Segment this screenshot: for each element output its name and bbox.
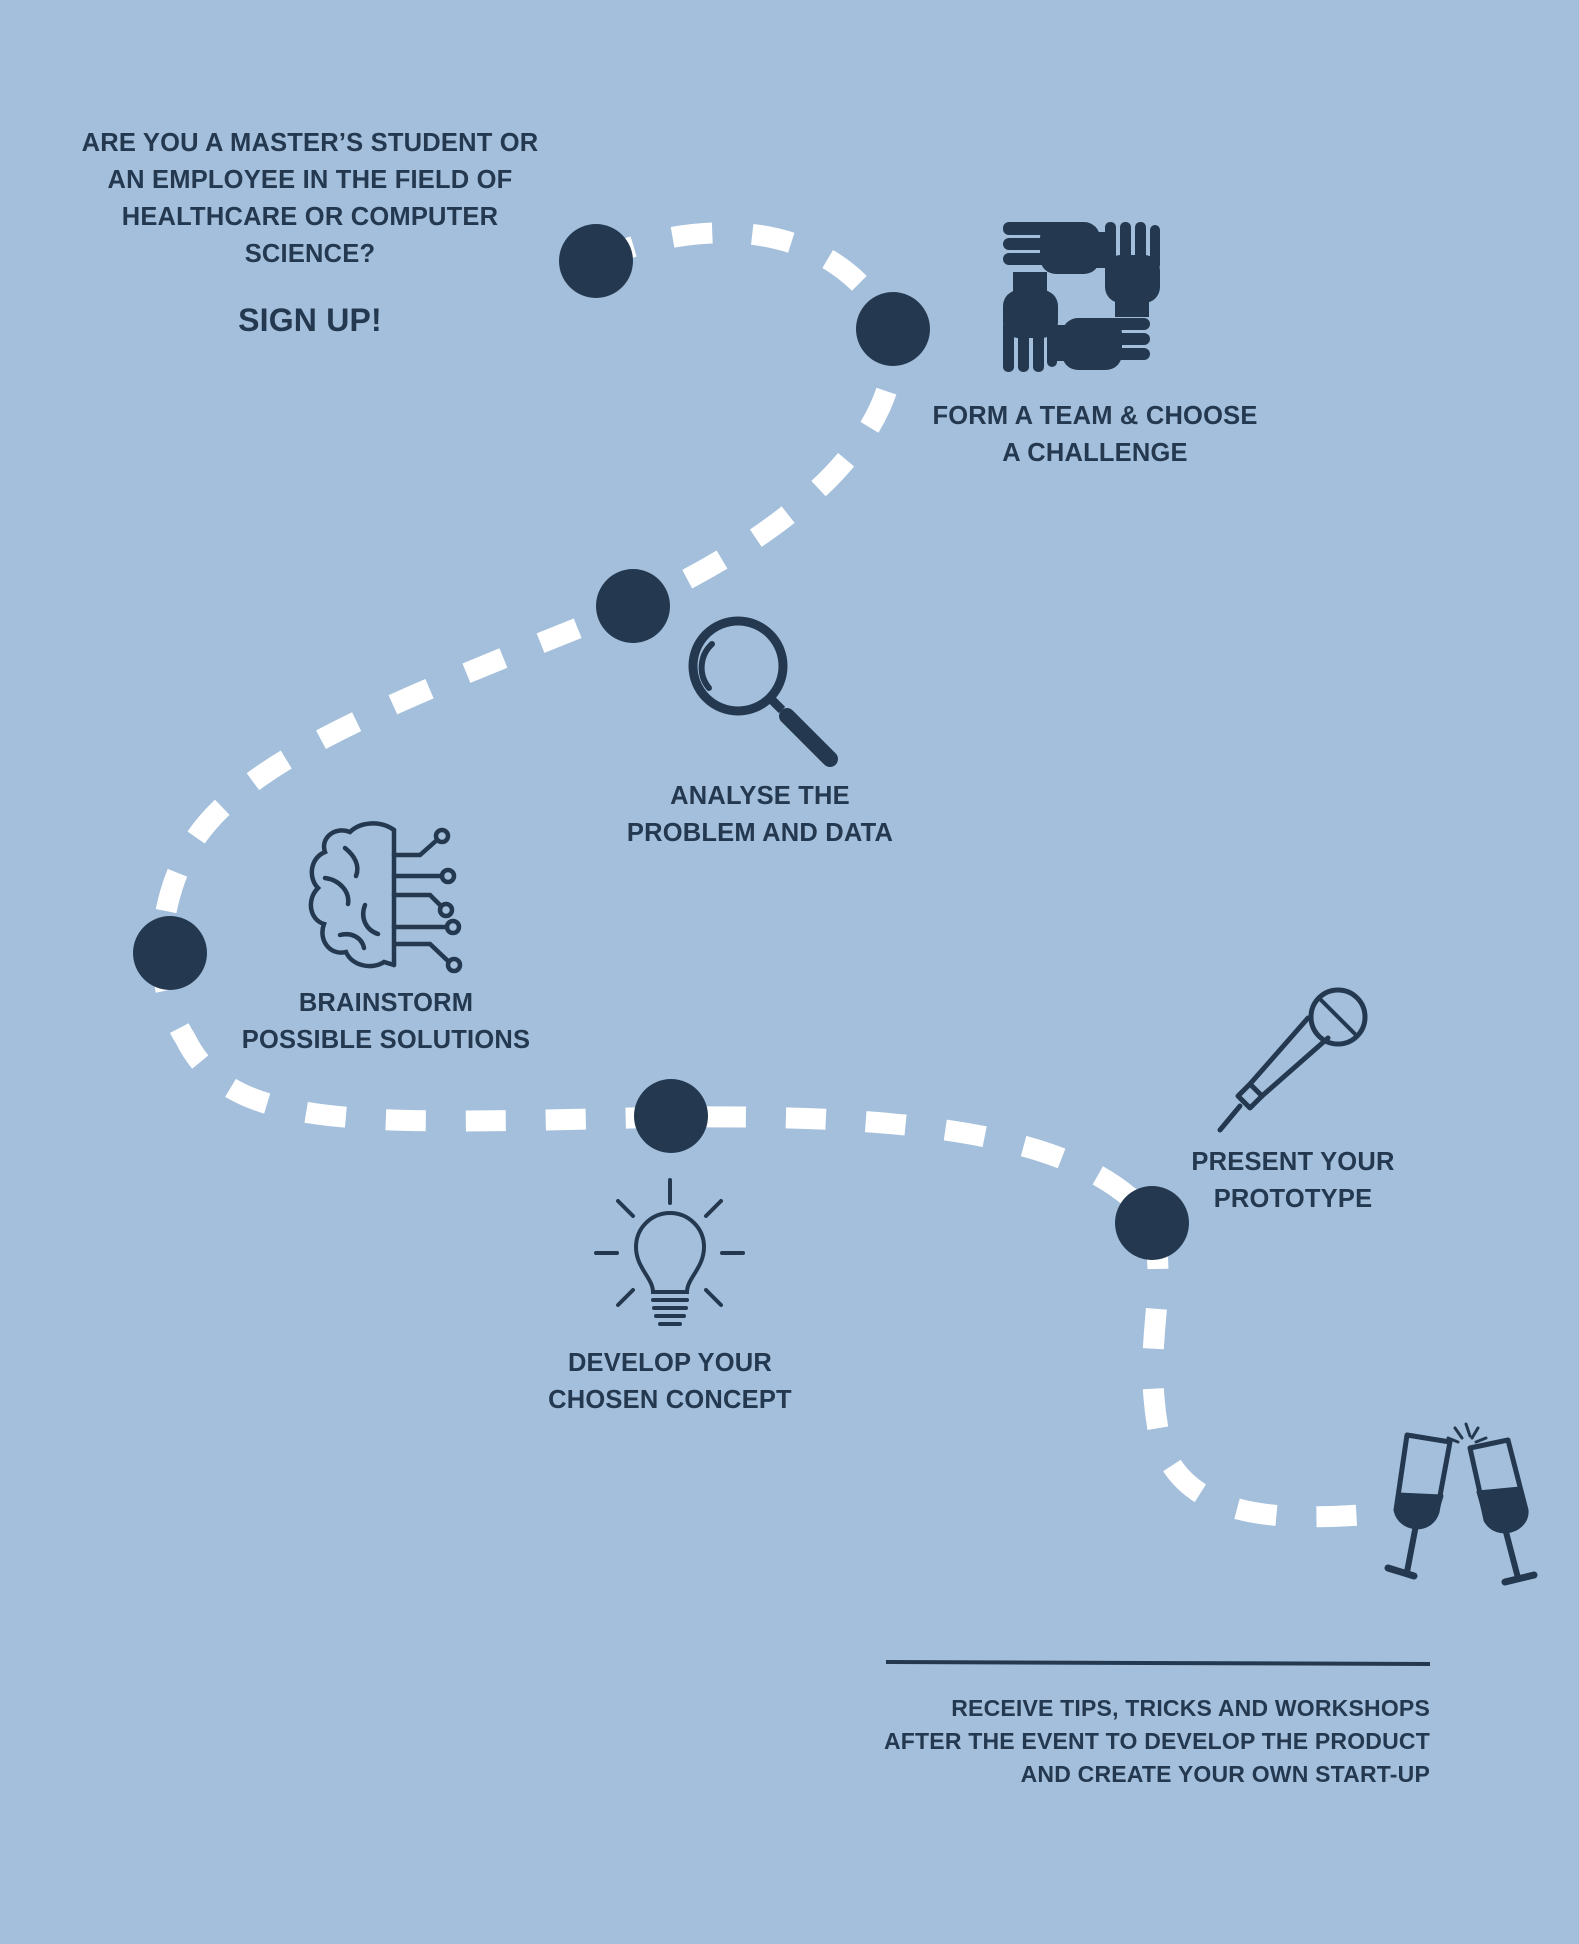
develop-label: DEVELOP YOUR CHOSEN CONCEPT	[520, 1345, 820, 1419]
signup-question: ARE YOU A MASTER’S STUDENT OR AN EMPLOYE…	[60, 125, 560, 273]
analyse-label-line: PROBLEM AND DATA	[626, 819, 894, 847]
step-dot-develop	[634, 1079, 708, 1153]
after-event-line: RECEIVE TIPS, TRICKS AND WORKSHOPS	[951, 1695, 1430, 1721]
signup-question-line: SCIENCE?	[244, 240, 376, 268]
signup-question-line: ARE YOU A MASTER’S STUDENT OR	[81, 129, 539, 157]
lightbulb-icon	[594, 1178, 745, 1326]
magnifier-icon	[688, 616, 838, 767]
present-label: PRESENT YOUR PROTOTYPE	[1173, 1144, 1413, 1218]
step-dot-team	[856, 292, 930, 366]
step-dot-brainstorm	[133, 916, 207, 990]
champagne-glasses-icon	[1384, 1422, 1538, 1586]
journey-path	[151, 222, 1361, 1528]
develop-label-line: DEVELOP YOUR	[567, 1349, 773, 1377]
step-dot-present	[1115, 1186, 1189, 1260]
team-label: FORM A TEAM & CHOOSE A CHALLENGE	[915, 398, 1275, 472]
signup-question-line: AN EMPLOYEE IN THE FIELD OF	[107, 166, 513, 194]
microphone-icon	[1217, 987, 1368, 1133]
present-label-line: PROTOTYPE	[1213, 1185, 1373, 1213]
team-label-line: A CHALLENGE	[1002, 439, 1188, 467]
step-dot-signup	[559, 224, 633, 298]
after-event-line: AND CREATE YOUR OWN START-UP	[1020, 1761, 1430, 1787]
divider-line	[885, 1660, 1431, 1666]
team-hands-icon	[1003, 222, 1160, 372]
brain-circuit-icon	[308, 821, 463, 974]
develop-label-line: CHOSEN CONCEPT	[548, 1386, 792, 1414]
signup-cta: SIGN UP!	[238, 302, 382, 338]
present-label-line: PRESENT YOUR	[1191, 1148, 1395, 1176]
step-dot-analyse	[596, 569, 670, 643]
brainstorm-label: BRAINSTORM POSSIBLE SOLUTIONS	[226, 985, 546, 1059]
brainstorm-label-line: POSSIBLE SOLUTIONS	[241, 1026, 531, 1054]
analyse-label-line: ANALYSE THE	[670, 782, 850, 810]
after-event-line: AFTER THE EVENT TO DEVELOP THE PRODUCT	[883, 1728, 1430, 1754]
signup-question-line: HEALTHCARE OR COMPUTER	[121, 203, 499, 231]
team-label-line: FORM A TEAM & CHOOSE	[932, 402, 1258, 430]
analyse-label: ANALYSE THE PROBLEM AND DATA	[600, 778, 920, 852]
after-event-text: RECEIVE TIPS, TRICKS AND WORKSHOPS AFTER…	[840, 1692, 1430, 1791]
brainstorm-label-line: BRAINSTORM	[298, 989, 474, 1017]
